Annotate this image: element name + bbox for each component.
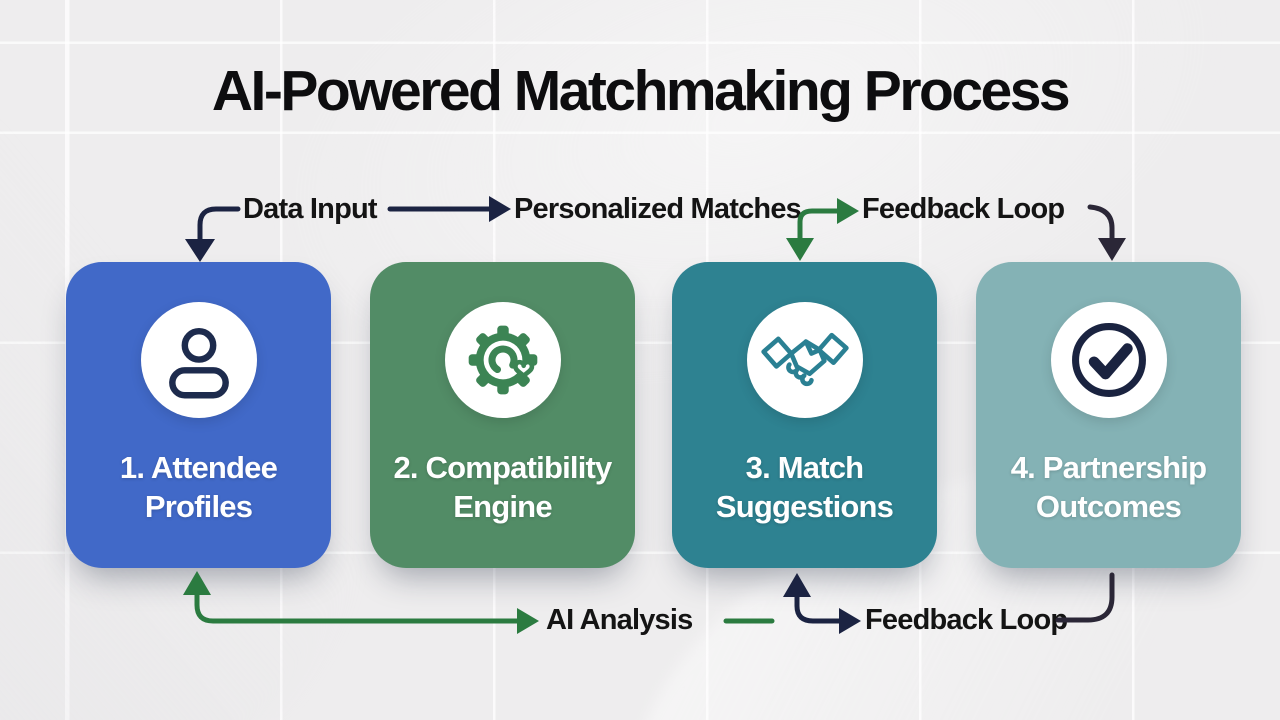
label-feedback-loop-bottom: Feedback Loop (865, 604, 1068, 636)
ai-analysis-arrow (183, 571, 539, 634)
data-input-arrow (185, 206, 241, 262)
user-icon (168, 327, 229, 399)
step-label-line2: Engine (453, 489, 552, 524)
step-label: 1. Attendee Profiles (66, 448, 331, 526)
feedback-loop-top-arrow (786, 198, 859, 261)
label-ai-analysis: AI Analysis (546, 604, 693, 636)
personalized-matches-arrow (387, 196, 511, 222)
step-label-line2: Profiles (144, 489, 253, 524)
gear-heart-icon (468, 325, 537, 395)
label-data-input: Data Input (243, 193, 378, 225)
page-title: AI-Powered Matchmaking Process (211, 59, 1071, 123)
label-feedback-loop-top: Feedback Loop (862, 193, 1065, 225)
label-personalized-matches: Personalized Matches (514, 193, 802, 225)
step-label-line1: 1. Attendee (119, 450, 278, 485)
step-icon-circle (140, 302, 257, 418)
feedback-to-outcomes-hook (1087, 204, 1126, 261)
outcomes-return-hook (1055, 572, 1115, 623)
step-card-attendee-profiles: 1. Attendee Profiles (66, 262, 331, 568)
step-icon-circle (444, 302, 561, 418)
feedback-loop-bottom-arrow (783, 573, 861, 634)
